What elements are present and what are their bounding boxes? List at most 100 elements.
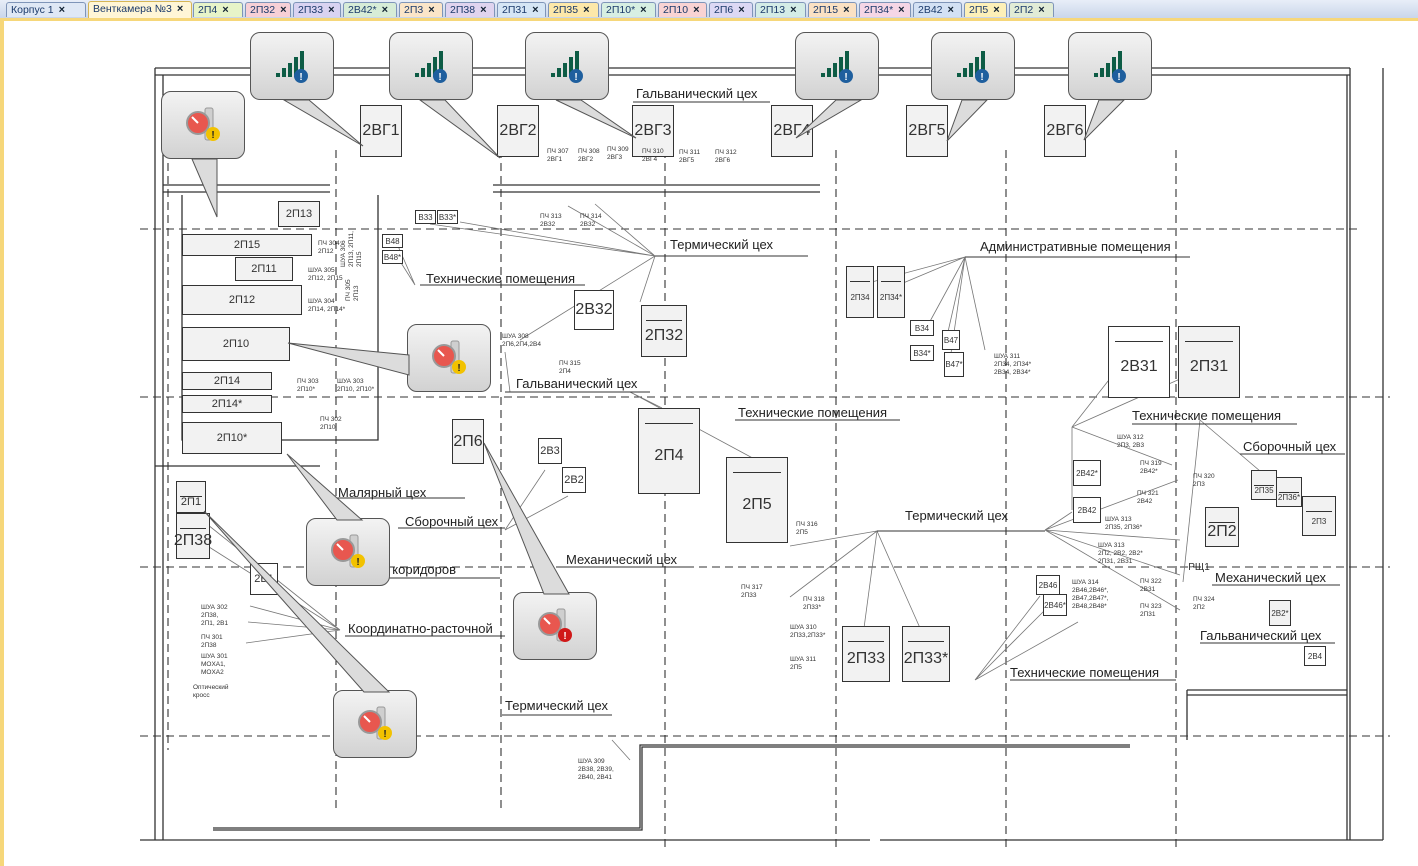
alert-bubble-gauge-p13[interactable]: ! (161, 91, 245, 218)
tab-2п10[interactable]: 2П10*× (601, 2, 656, 17)
room-p10[interactable]: 2П10 (182, 327, 290, 361)
tab-2п6[interactable]: 2П6× (709, 2, 753, 17)
room-v2s[interactable]: 2В2* (1269, 600, 1291, 626)
close-icon[interactable]: × (993, 4, 1000, 16)
close-icon[interactable]: × (176, 3, 184, 15)
room-vg6[interactable]: 2ВГ6 (1044, 105, 1086, 157)
close-icon[interactable]: × (532, 4, 539, 16)
room-p33[interactable]: 2П33 (842, 626, 890, 682)
room-p34[interactable]: 2П34 (846, 266, 874, 318)
close-icon[interactable]: × (222, 4, 229, 16)
room-p35[interactable]: 2П35 (1251, 470, 1277, 500)
tab-2п32[interactable]: 2П32× (245, 2, 291, 17)
room-rsh1[interactable]: РЩ1 (1187, 560, 1211, 574)
close-icon[interactable]: × (280, 4, 287, 16)
room-p32[interactable]: 2П32 (641, 305, 687, 357)
room-p11[interactable]: 2П11 (235, 257, 293, 281)
close-icon[interactable]: × (1038, 4, 1045, 16)
room-p34s[interactable]: 2П34* (877, 266, 905, 318)
alert-bubble-sig-vg5[interactable]: ! (931, 32, 1015, 142)
alert-bubble-sig-vg1[interactable]: ! (250, 32, 364, 147)
room-v1[interactable]: 2В1 (250, 563, 278, 595)
room-b48s[interactable]: В48* (382, 250, 403, 264)
tab-2п5[interactable]: 2П5× (964, 2, 1007, 17)
room-v46s[interactable]: 2В46* (1043, 594, 1067, 616)
room-vg3[interactable]: 2ВГ3 (632, 105, 674, 157)
close-icon[interactable]: × (480, 4, 487, 16)
close-icon[interactable]: × (583, 4, 590, 16)
room-p10s[interactable]: 2П10* (182, 422, 282, 454)
alert-bubble-gauge-p38[interactable]: ! (203, 510, 417, 758)
close-icon[interactable]: × (428, 4, 435, 16)
tab-2в42[interactable]: 2В42*× (343, 2, 397, 17)
room-p3[interactable]: 2П3 (1302, 496, 1336, 536)
close-icon[interactable]: × (738, 4, 745, 16)
tab-2п33[interactable]: 2П33× (293, 2, 341, 17)
room-v31[interactable]: 2В31 (1108, 326, 1170, 398)
room-p31[interactable]: 2П31 (1178, 326, 1240, 398)
tab-2п13[interactable]: 2П13× (755, 2, 806, 17)
alert-bubble-sig-vg2[interactable]: ! (389, 32, 501, 159)
tab-2п2[interactable]: 2П2× (1009, 2, 1054, 17)
room-v4[interactable]: 2В4 (1304, 646, 1326, 666)
room-v32[interactable]: 2В32 (574, 290, 614, 330)
room-b47s[interactable]: В47* (944, 352, 964, 377)
alert-bubble-gauge-p6[interactable]: ! (483, 442, 597, 660)
room-b33s[interactable]: В33* (437, 210, 458, 224)
room-p33s[interactable]: 2П33* (902, 626, 950, 682)
close-icon[interactable]: × (790, 4, 797, 16)
close-icon[interactable]: × (328, 4, 335, 16)
close-icon[interactable]: × (843, 4, 850, 16)
tab-2п31[interactable]: 2П31× (497, 2, 546, 17)
close-icon[interactable]: × (640, 4, 647, 16)
close-icon[interactable]: × (898, 4, 905, 16)
tab-2п38[interactable]: 2П38× (445, 2, 495, 17)
room-p36s[interactable]: 2П36* (1276, 477, 1302, 507)
caption-pch305: ПЧ 305 2П13 (345, 279, 360, 301)
room-p2[interactable]: 2П2 (1205, 507, 1239, 547)
room-b34s[interactable]: В34* (910, 345, 934, 361)
tab-2п15[interactable]: 2П15× (808, 2, 857, 17)
room-v2[interactable]: 2В2 (562, 467, 586, 493)
alert-bubble-sig-vg3[interactable]: ! (525, 32, 637, 139)
tab-2п34[interactable]: 2П34*× (859, 2, 911, 17)
room-p6[interactable]: 2П6 (452, 419, 484, 464)
room-v46[interactable]: 2В46 (1036, 575, 1060, 595)
alert-bubble-gauge-p10s[interactable]: ! (286, 453, 390, 586)
room-p13[interactable]: 2П13 (278, 201, 320, 227)
room-b33[interactable]: В33 (415, 210, 436, 224)
close-icon[interactable]: × (381, 4, 389, 16)
room-p15[interactable]: 2П15 (182, 234, 312, 256)
room-vg1[interactable]: 2ВГ1 (360, 105, 402, 157)
room-p12[interactable]: 2П12 (182, 285, 302, 315)
room-v3[interactable]: 2В3 (538, 438, 562, 464)
tab-2п10[interactable]: 2П10× (658, 2, 707, 17)
close-icon[interactable]: × (947, 4, 954, 16)
alert-bubble-sig-vg4[interactable]: ! (795, 32, 879, 139)
room-p1[interactable]: 2П1 (176, 481, 206, 513)
room-v42s[interactable]: 2В42* (1073, 460, 1101, 486)
room-p4[interactable]: 2П4 (638, 408, 700, 494)
room-vg5[interactable]: 2ВГ5 (906, 105, 948, 157)
room-p14[interactable]: 2П14 (182, 372, 272, 390)
room-p38[interactable]: 2П38 (174, 513, 212, 559)
room-vg4[interactable]: 2ВГ4 (771, 105, 813, 157)
room-b34[interactable]: В34 (910, 320, 934, 336)
room-v42[interactable]: 2В42 (1073, 497, 1101, 523)
room-vg2[interactable]: 2ВГ2 (497, 105, 539, 157)
tab-2п35[interactable]: 2П35× (548, 2, 599, 17)
room-b48[interactable]: В48 (382, 234, 403, 248)
tab-2п3[interactable]: 2П3× (399, 2, 443, 17)
alert-bubble-gauge-p10[interactable]: ! (287, 324, 491, 392)
tab-венткамера3[interactable]: Венткамера №3× (88, 1, 192, 18)
room-p5[interactable]: 2П5 (726, 457, 788, 543)
tab-2п4[interactable]: 2П4× (193, 2, 243, 17)
room-b47[interactable]: В47 (942, 330, 960, 350)
tab-корпус1[interactable]: Корпус 1× (6, 2, 86, 17)
room-p14s[interactable]: 2П14* (182, 395, 272, 413)
tab-2в42[interactable]: 2В42× (913, 2, 962, 17)
alert-bubble-sig-vg6[interactable]: ! (1068, 32, 1152, 141)
close-icon[interactable]: × (58, 4, 66, 16)
close-icon[interactable]: × (693, 4, 700, 16)
